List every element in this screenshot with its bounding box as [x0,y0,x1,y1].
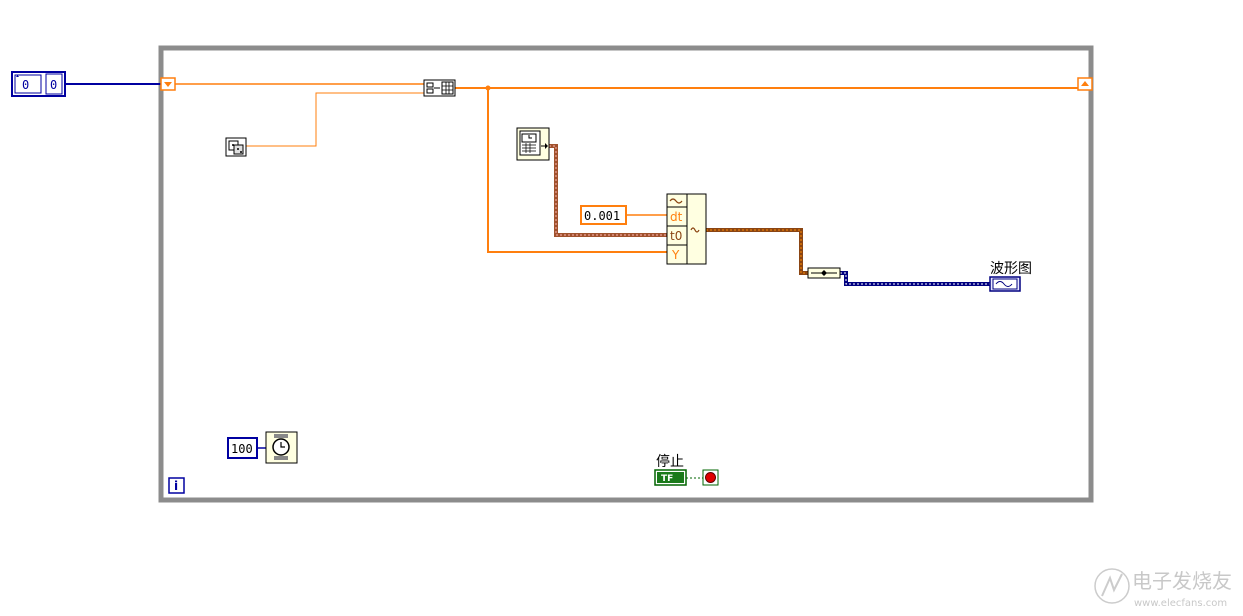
wait-constant-value: 100 [231,442,253,456]
build-array-icon [426,81,454,95]
wire-to-graph [840,271,990,286]
shift-register-left[interactable] [160,77,176,91]
random-number-node[interactable] [225,137,247,157]
loop-condition-terminal[interactable] [702,469,719,486]
wire-waveform-stripe [706,229,808,274]
watch-icon [272,434,290,460]
stop-button-type: TF [661,474,673,484]
dice-icon [228,140,244,155]
wire-waveform-out [706,228,808,275]
shift-down-arrow-icon [164,82,172,87]
get-date-time-node[interactable] [516,127,550,161]
dt-constant-value: 0.001 [584,209,620,223]
iteration-terminal-label: i [174,479,178,493]
watermark-text: 电子发烧友 [1132,569,1232,593]
stop-condition-icon [705,472,716,483]
wire-timestamp [549,144,667,237]
diamond-icon [821,270,827,276]
stop-button-label: 停止 [656,453,684,470]
wait-constant[interactable]: 100 [227,437,258,459]
array-element-value: 0 [50,78,57,92]
clock-calendar-icon [519,130,548,156]
terminal-Y: Y [671,248,680,262]
terminal-t0: t0 [670,229,682,243]
while-loop[interactable] [158,45,1094,503]
shift-up-arrow-icon [1081,81,1089,86]
waveform-graph-icon [992,278,1018,290]
wait-ms-node[interactable] [265,431,298,464]
build-array-node[interactable] [423,79,456,97]
watermark: 电子发烧友 www.elecfans.com [1094,568,1232,609]
wire-array-to-Y [487,88,667,253]
stop-button-terminal[interactable]: 停止 TF [654,453,687,486]
watermark-logo-icon [1101,573,1123,597]
terminal-dt: dt [670,210,683,224]
build-waveform-node[interactable]: dt t0 Y [666,193,707,265]
waveform-terminal-icon [669,198,683,204]
array-index: 0 [22,78,29,92]
array-constant[interactable]: 0 0 [11,71,66,97]
iteration-terminal[interactable]: i [168,477,185,494]
wire-to-graph-stripe [840,272,990,285]
waveform-graph-label: 波形图 [990,261,1032,277]
shift-register-right[interactable] [1077,77,1093,91]
wire-random-to-build-array [246,92,424,147]
dt-constant[interactable]: 0.001 [580,205,627,225]
watermark-url: www.elecfans.com [1134,598,1227,609]
build-waveform-array-node[interactable] [807,267,841,279]
waveform-out-icon [690,227,700,233]
waveform-graph-terminal[interactable]: 波形图 [989,261,1032,292]
while-loop-frame[interactable] [158,45,1094,503]
